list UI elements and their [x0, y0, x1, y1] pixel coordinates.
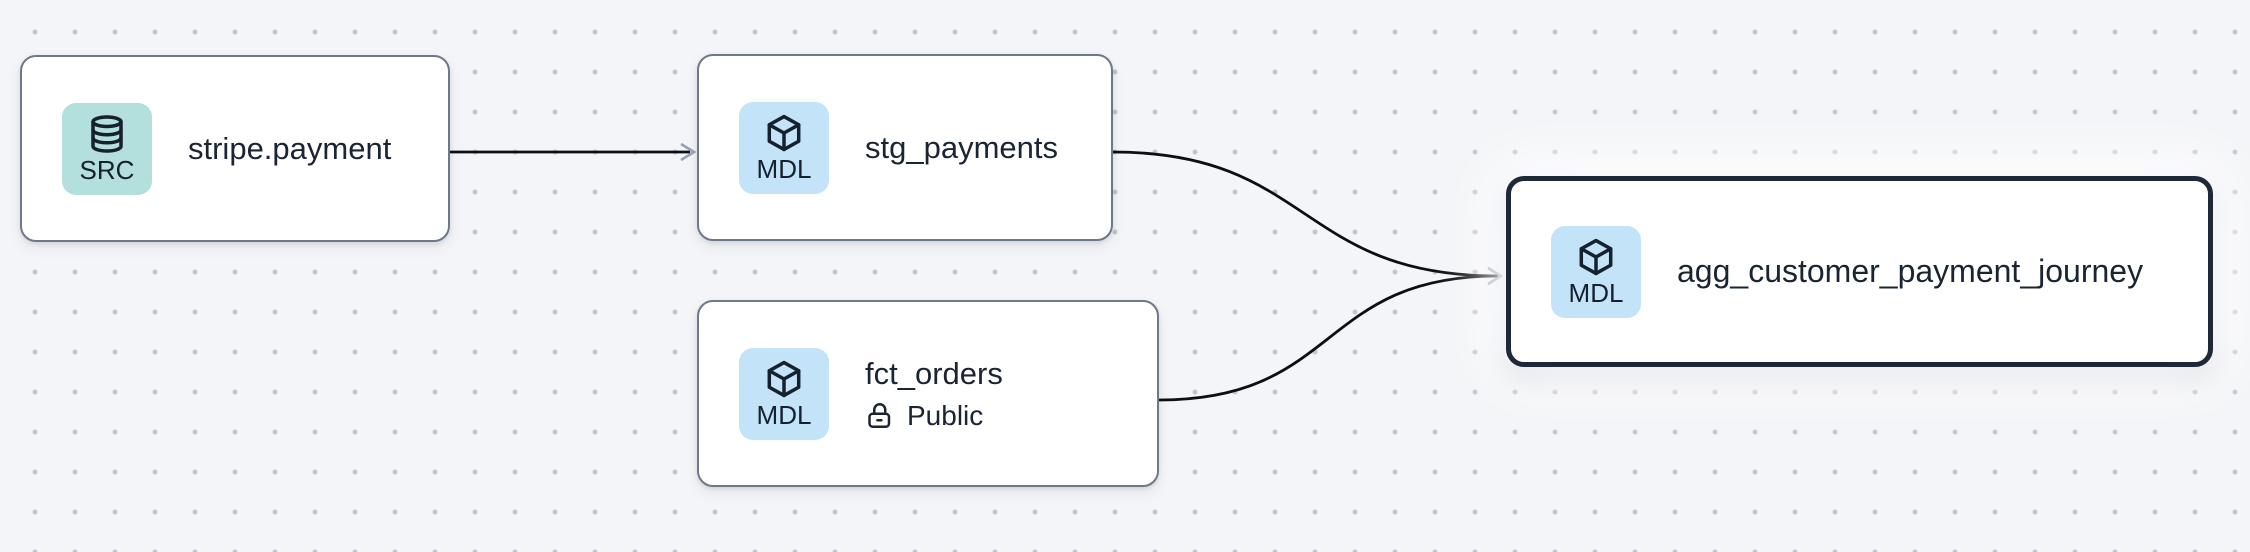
- node-label: agg_customer_payment_journey: [1677, 253, 2144, 289]
- model-type-badge: MDL: [1551, 225, 1641, 318]
- badge-label: MDL: [1568, 277, 1624, 308]
- node-stripe-payment[interactable]: SRC stripe.payment: [20, 55, 450, 242]
- node-label: fct_orders: [865, 355, 1003, 391]
- arrowhead-icon: [1487, 266, 1504, 286]
- access-label: Public: [907, 399, 984, 431]
- source-type-badge: SRC: [62, 102, 152, 195]
- node-stg-payments[interactable]: MDL stg_payments: [697, 54, 1113, 241]
- cube-icon: [767, 360, 801, 397]
- cube-icon: [1579, 238, 1613, 275]
- badge-label: MDL: [756, 399, 812, 430]
- edge-stg-to-agg[interactable]: [1112, 150, 1499, 278]
- model-type-badge: MDL: [739, 101, 829, 194]
- edge-fct-to-agg[interactable]: [1158, 274, 1499, 402]
- unlock-icon: [868, 402, 891, 428]
- model-type-badge: MDL: [739, 347, 829, 440]
- node-fct-orders[interactable]: MDL fct_orders Public: [697, 300, 1159, 487]
- node-label: stg_payments: [865, 129, 1058, 165]
- access-badge: Public: [865, 400, 1003, 432]
- node-label: stripe.payment: [188, 130, 392, 166]
- badge-label: SRC: [79, 154, 135, 185]
- node-text-block: fct_orders Public: [865, 356, 1003, 432]
- database-icon: [91, 114, 123, 153]
- node-agg-customer-payment-journey[interactable]: MDL agg_customer_payment_journey: [1506, 176, 2213, 367]
- badge-label: MDL: [756, 153, 812, 184]
- arrowhead-icon: [680, 142, 697, 162]
- cube-icon: [767, 114, 801, 151]
